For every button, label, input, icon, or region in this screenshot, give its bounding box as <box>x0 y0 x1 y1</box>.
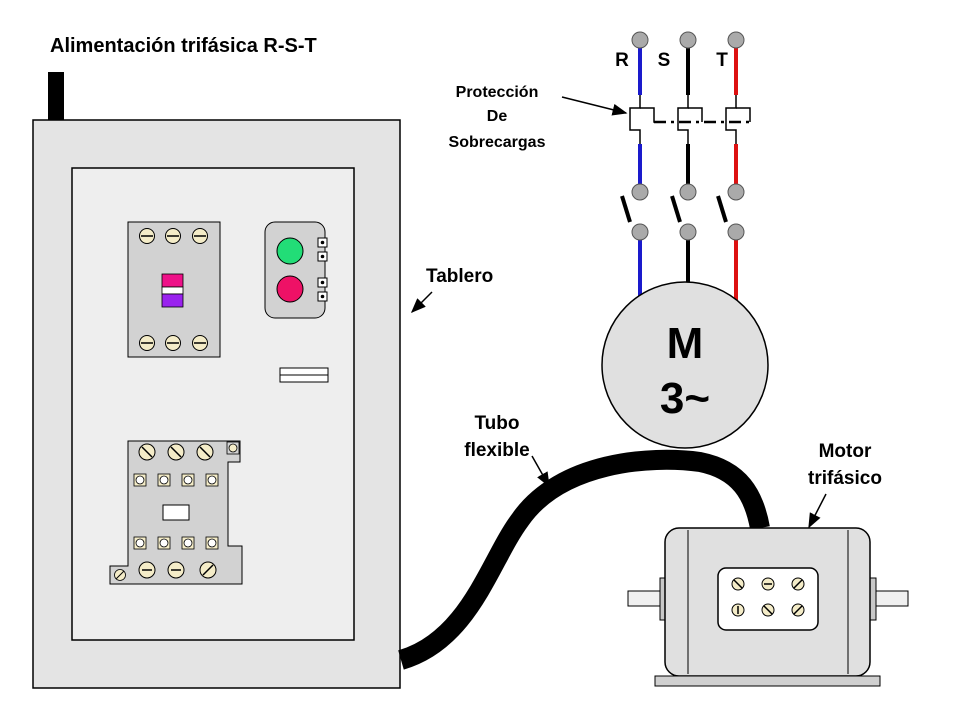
tablero-cabinet <box>32 119 401 689</box>
motor-label-line1: Motor <box>819 441 872 462</box>
circuit-breaker-icon <box>127 221 221 358</box>
tablero-arrow <box>410 291 433 314</box>
contactor-icon <box>109 440 243 585</box>
incoming-cable <box>48 72 64 122</box>
flexible-conduit <box>397 449 770 670</box>
tubo-label-line1: Tubo <box>474 413 519 434</box>
start-button-icon <box>276 237 304 265</box>
tubo-label-line2: flexible <box>464 440 529 461</box>
pushbutton-station <box>264 221 328 319</box>
terminal-icons <box>631 31 745 241</box>
motor-terminal-box <box>717 567 819 631</box>
protection-label-line1: Protección <box>456 84 539 101</box>
stop-button-icon <box>276 275 304 303</box>
phase-r-label: R <box>615 50 629 71</box>
tablero-label: Tablero <box>426 266 493 287</box>
protection-label-line2: De <box>487 108 508 125</box>
contactor-contacts <box>620 195 728 223</box>
motor-arrow <box>808 493 827 529</box>
motor-letter: M <box>667 319 704 368</box>
phase-t-label: T <box>716 50 728 71</box>
phase-s-label: S <box>658 50 671 71</box>
phase-schematic: R S T <box>601 31 769 449</box>
overload-relay-symbol <box>629 95 752 144</box>
protection-label-line3: Sobrecargas <box>449 134 546 151</box>
motor-type: 3~ <box>660 374 710 423</box>
three-phase-motor-icon <box>627 527 909 687</box>
protection-arrow <box>561 96 628 116</box>
motor-symbol-icon <box>601 281 769 449</box>
motor-label-line2: trifásico <box>808 468 882 489</box>
diagram-title: Alimentación trifásica R-S-T <box>50 35 317 57</box>
